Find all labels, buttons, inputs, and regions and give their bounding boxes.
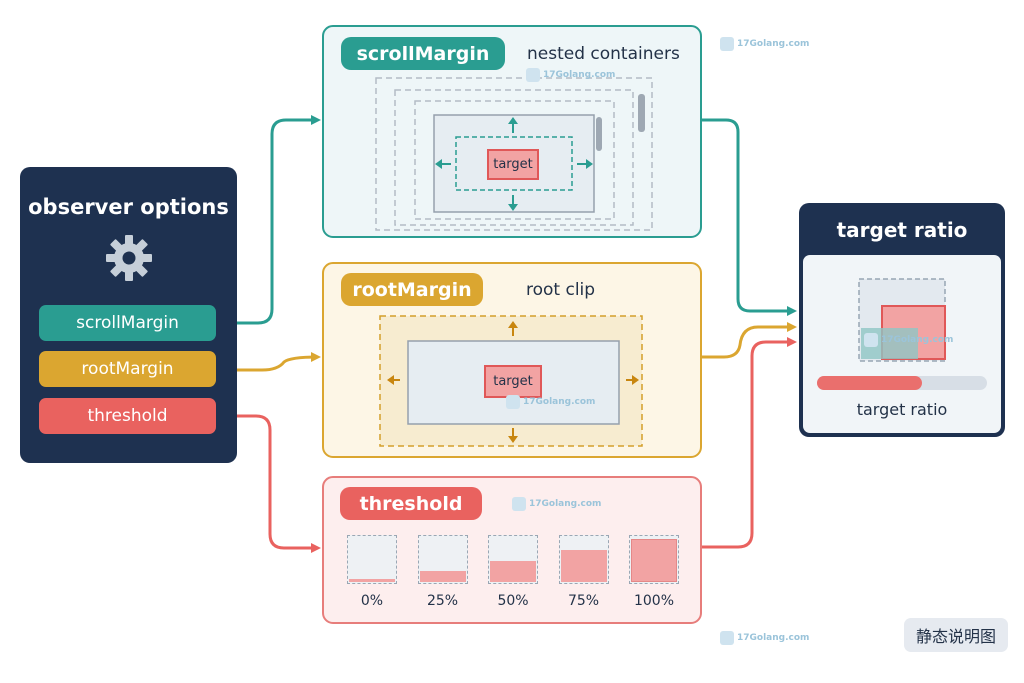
root-margin-box: rootMargin root clip target [322, 262, 702, 458]
watermark-icon [506, 395, 520, 409]
target-ratio-title: target ratio [836, 218, 968, 242]
nested-containers-diagram [375, 77, 653, 231]
threshold-tag: threshold [340, 487, 482, 520]
threshold-level-fill [490, 560, 536, 582]
observer-options-title: observer options [28, 195, 229, 219]
threshold-level-label: 0% [360, 593, 384, 609]
option-scroll-margin[interactable]: scrollMargin [39, 305, 216, 341]
static-diagram-button[interactable]: 静态说明图 [904, 618, 1008, 652]
watermark: 17Golang.com [526, 68, 615, 82]
watermark: 17Golang.com [512, 497, 601, 511]
threshold-level-fill [631, 539, 677, 582]
ratio-bar-fill [817, 376, 923, 390]
watermark: 17Golang.com [506, 395, 595, 409]
target-ratio-content: target ratio [803, 255, 1001, 433]
arrow-thr-out [702, 337, 797, 549]
watermark: 17Golang.com [720, 37, 809, 51]
option-root-margin[interactable]: rootMargin [39, 351, 216, 387]
arrow-thr-in [216, 414, 321, 553]
threshold-level-fill [419, 571, 466, 582]
watermark-icon [720, 37, 734, 51]
threshold-level-label: 75% [567, 593, 600, 609]
watermark: 17Golang.com [864, 333, 953, 347]
threshold-level-fill [560, 549, 607, 582]
root-clip-diagram [379, 315, 643, 447]
root-target: target [484, 365, 542, 398]
gear-icon [106, 235, 152, 281]
threshold-level-label: 100% [633, 593, 675, 609]
threshold-level-box [629, 535, 679, 584]
scroll-target: target [487, 149, 539, 180]
watermark-icon [720, 631, 734, 645]
threshold-level-fill [349, 579, 395, 582]
threshold-level-box [488, 535, 538, 584]
ratio-bar-track [817, 376, 987, 390]
arrow-scroll-in [216, 115, 321, 325]
watermark-icon [512, 497, 526, 511]
option-threshold[interactable]: threshold [39, 398, 216, 434]
threshold-level-box [417, 535, 468, 584]
scroll-margin-subtitle: nested containers [527, 44, 680, 64]
scroll-margin-tag: scrollMargin [341, 37, 505, 70]
arrow-root-out [702, 322, 797, 359]
threshold-box: threshold 0% 25% 50% 75% 100% [322, 476, 702, 624]
arrow-scroll-out [702, 118, 797, 316]
watermark-icon [864, 333, 878, 347]
intersection-diagram [858, 278, 946, 362]
observer-options-panel: observer options scrollMargin rootMargin… [20, 167, 237, 463]
threshold-level-label: 50% [497, 593, 529, 609]
threshold-level-box [347, 535, 397, 584]
root-margin-tag: rootMargin [341, 273, 483, 306]
scroll-margin-box: scrollMargin nested containers target [322, 25, 702, 238]
watermark-icon [526, 68, 540, 82]
threshold-level-label: 25% [426, 593, 459, 609]
arrow-root-in [216, 352, 321, 372]
threshold-levels: 0% 25% 50% 75% 100% [324, 478, 700, 622]
watermark: 17Golang.com [720, 631, 809, 645]
target-ratio-panel: target ratio target ratio [799, 203, 1005, 437]
threshold-level-box [558, 535, 609, 584]
root-margin-subtitle: root clip [526, 280, 596, 300]
ratio-bar-label: target ratio [856, 400, 948, 419]
